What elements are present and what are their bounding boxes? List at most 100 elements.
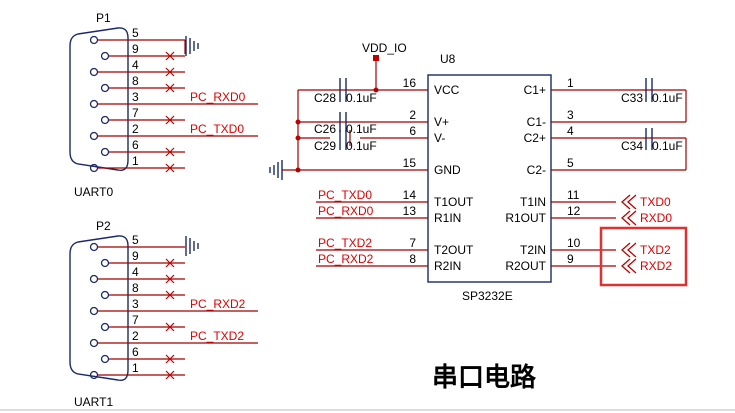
connector-pin-icon — [89, 274, 99, 284]
connector-pin-icon — [100, 83, 110, 93]
port-arrow-icon — [621, 258, 637, 274]
connector-pin-icon — [100, 322, 110, 332]
connector-p1: P1 UART0 — [69, 11, 129, 199]
no-connect-icon — [165, 274, 175, 284]
connector-pin-number: 8 — [132, 281, 139, 295]
connector-pin-number: 4 — [132, 58, 139, 72]
net-label: PC_RXD2 — [190, 297, 246, 311]
connector-pin-icon — [89, 35, 99, 45]
highlight-box — [599, 226, 688, 287]
capacitor-ref: C29 — [314, 139, 336, 153]
power-flag-icon — [373, 55, 379, 61]
connector-pin-icon — [89, 163, 99, 173]
capacitor-c26 — [339, 112, 347, 132]
ic-pin-name: V+ — [434, 115, 449, 129]
connector-pin-number: 7 — [132, 106, 139, 120]
no-connect-icon — [165, 258, 175, 268]
capacitor-value: 0.1uF — [346, 122, 377, 136]
port-arrow-icon — [621, 242, 637, 258]
connector-pin-number: 6 — [132, 138, 139, 152]
capacitor-c28 — [339, 78, 347, 102]
no-connect-icon — [165, 51, 175, 61]
ic-pin-name: R2IN — [434, 259, 461, 273]
port-arrow-icon — [621, 210, 637, 226]
port-arrow-icon — [621, 194, 637, 210]
connector-pin-number: 5 — [132, 233, 139, 247]
ic-pin-number: 1 — [567, 76, 574, 90]
no-connect-icon — [165, 83, 175, 93]
connector-pin-number: 2 — [132, 329, 139, 343]
ic-pin-number: 7 — [409, 236, 416, 250]
net-label: PC_TXD0 — [190, 122, 244, 136]
ic-pin-name: V- — [434, 131, 445, 145]
capacitor-ref: C33 — [621, 91, 643, 105]
ic-pin-number: 8 — [409, 252, 416, 266]
junction-dot — [295, 135, 301, 141]
ic-pin-number: 12 — [567, 204, 581, 218]
net-label: PC_RXD0 — [318, 204, 374, 218]
db9-shell — [69, 27, 129, 171]
ic-pin-number: 15 — [403, 156, 417, 170]
connector-designator: P1 — [96, 11, 111, 25]
connector-pin-icon — [100, 115, 110, 125]
ic-pin-name: C1+ — [524, 83, 546, 97]
connector-pin-icon — [89, 306, 99, 316]
no-connect-icon — [165, 290, 175, 300]
connector-pin-icon — [100, 51, 110, 61]
capacitor-ref: C34 — [621, 139, 643, 153]
net-label: RXD2 — [640, 259, 672, 273]
net-label: RXD0 — [640, 211, 672, 225]
connector-label: UART1 — [74, 395, 113, 409]
ic-pin-name: T2OUT — [434, 243, 474, 257]
no-connect-icon — [165, 322, 175, 332]
junction-dot — [295, 119, 301, 125]
ic-pin-name: GND — [434, 163, 461, 177]
connector-pin-number: 1 — [132, 154, 139, 168]
connector-pin-icon — [100, 258, 110, 268]
db9-shell — [69, 235, 129, 381]
net-label: TXD2 — [640, 243, 671, 257]
capacitor-ref: C26 — [314, 122, 336, 136]
power-net-label: VDD_IO — [362, 41, 407, 55]
connector-designator: P2 — [96, 219, 111, 233]
ic-pin-number: 13 — [403, 204, 417, 218]
connector-pin-number: 7 — [132, 313, 139, 327]
connector-pin-number: 4 — [132, 265, 139, 279]
capacitor-value: 0.1uF — [652, 91, 683, 105]
ic-pin-name: T1OUT — [434, 195, 474, 209]
connector-pin-icon — [89, 99, 99, 109]
no-connect-icon — [165, 67, 175, 77]
ic-pin-number: 3 — [567, 108, 574, 122]
net-label: PC_RXD2 — [318, 252, 374, 266]
net-label: PC_TXD0 — [318, 188, 372, 202]
capacitor-value: 0.1uF — [652, 139, 683, 153]
ground-symbol-icon — [185, 236, 199, 256]
ic-pin-name: R1IN — [434, 211, 461, 225]
connector-pin-number: 1 — [132, 361, 139, 375]
ground-symbol-icon — [269, 160, 283, 180]
caption: 串口电路 — [432, 362, 537, 393]
ic-pin-name: T2IN — [520, 243, 546, 257]
connector-pin-icon — [89, 370, 99, 380]
connector-pin-number: 9 — [132, 249, 139, 263]
ic-pin-name: C2+ — [524, 131, 546, 145]
capacitor-c29 — [339, 130, 347, 150]
ic-pin-number: 10 — [567, 236, 581, 250]
no-connect-icon — [165, 163, 175, 173]
connector-pin-number: 5 — [132, 26, 139, 40]
ic-pin-number: 16 — [403, 76, 417, 90]
connector-pin-icon — [89, 242, 99, 252]
ic-body — [427, 74, 552, 283]
ic-pin-number: 14 — [403, 188, 417, 202]
ic-pin-number: 9 — [567, 252, 574, 266]
capacitor-value: 0.1uF — [346, 139, 377, 153]
ic-pin-name: R2OUT — [505, 259, 546, 273]
connector-p2: P2 UART1 — [69, 219, 129, 409]
no-connect-icon — [165, 354, 175, 364]
ic-pin-name: T1IN — [520, 195, 546, 209]
net-label: TXD0 — [640, 195, 671, 209]
connector-pin-icon — [89, 67, 99, 77]
connector-pin-number: 3 — [132, 90, 139, 104]
net-label: PC_RXD0 — [190, 90, 246, 104]
